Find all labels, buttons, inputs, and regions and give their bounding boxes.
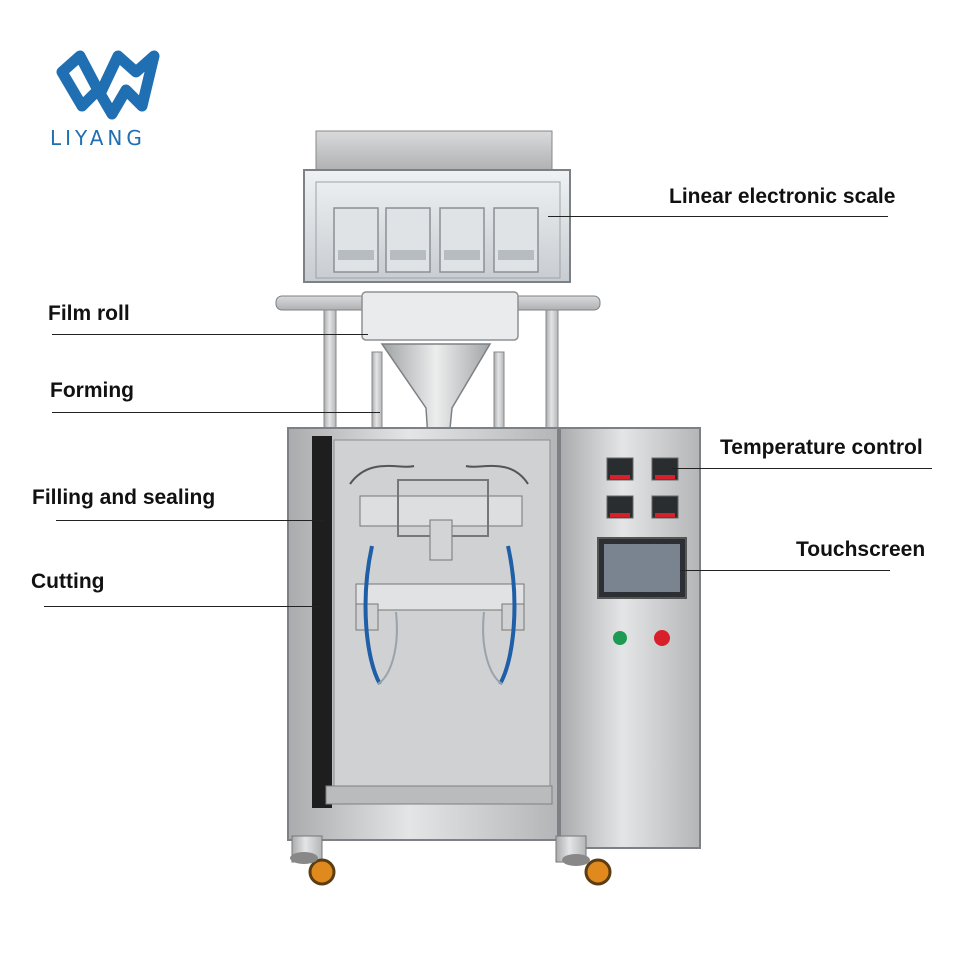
- label-forming: Forming: [50, 379, 134, 402]
- leader-filling-sealing: [56, 520, 324, 521]
- weigh-buckets: [333, 207, 539, 273]
- start-button: [613, 631, 627, 645]
- stop-button: [654, 630, 670, 646]
- liyang-logo-icon: [56, 50, 160, 120]
- label-touchscreen: Touchscreen: [796, 538, 926, 561]
- control-panel: [559, 427, 701, 849]
- hopper-lid: [315, 130, 553, 172]
- label-filling-sealing: Filling and sealing: [32, 486, 216, 509]
- leader-touchscreen: [680, 570, 890, 571]
- leader-temperature: [672, 468, 932, 469]
- temperature-controllers: [606, 457, 679, 519]
- label-linear-scale: Linear electronic scale: [669, 185, 896, 208]
- caster-right: [584, 858, 612, 886]
- cutting-unit: [355, 583, 525, 611]
- leader-film-roll: [52, 334, 368, 335]
- label-film-roll: Film roll: [48, 302, 130, 325]
- leader-forming: [52, 412, 380, 413]
- leader-cutting: [44, 606, 322, 607]
- label-cutting: Cutting: [31, 570, 105, 593]
- leader-linear-scale: [548, 216, 888, 217]
- brand-name: LIYANG: [50, 126, 146, 150]
- caster-left: [308, 858, 336, 886]
- label-temperature: Temperature control: [720, 436, 923, 459]
- film-roll: [361, 291, 519, 341]
